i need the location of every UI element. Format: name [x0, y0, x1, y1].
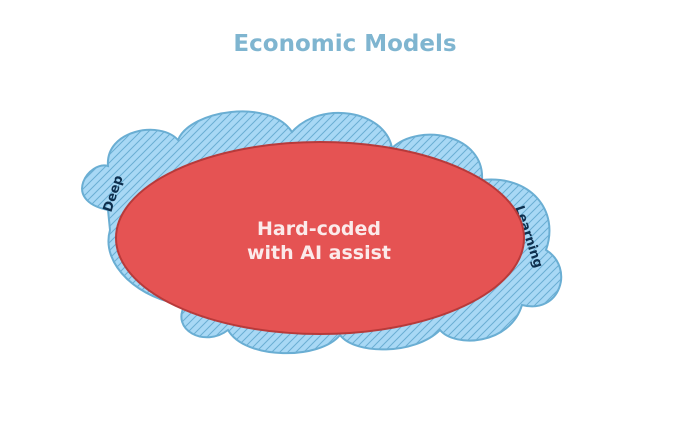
ellipse-label-line1: Hard-coded — [257, 218, 381, 240]
ellipse-shape — [115, 141, 525, 335]
hard-coded-ellipse: Hard-coded with AI assist — [115, 141, 525, 335]
diagram-title: Economic Models — [233, 31, 456, 57]
ellipse-label-line2: with AI assist — [247, 242, 391, 264]
